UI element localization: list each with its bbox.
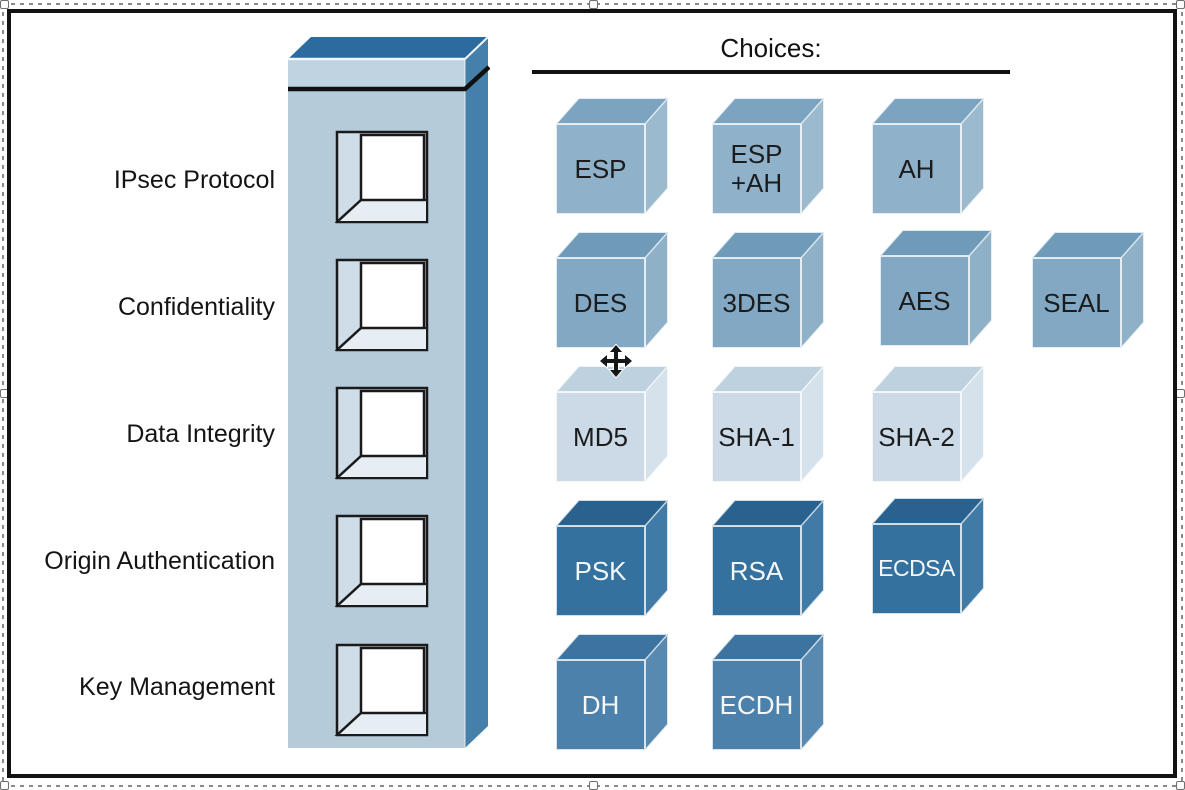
cube-label: ESP+AH xyxy=(730,139,783,198)
empty-slot-origin-authentication[interactable] xyxy=(334,514,429,608)
resize-handle-bottom-left[interactable] xyxy=(0,781,9,790)
resize-handle-bottom-middle[interactable] xyxy=(589,781,598,790)
cube-label: SHA-1 xyxy=(718,421,795,452)
cube-front-face: AH xyxy=(872,124,961,214)
cube-label: ESP xyxy=(574,153,627,184)
choice-cube-ah[interactable]: AH xyxy=(872,98,985,214)
cube-front-face: ECDH xyxy=(712,660,801,750)
framework-row-label-confidentiality: Confidentiality xyxy=(117,293,275,321)
cube-label: AH xyxy=(898,153,935,184)
choice-cube-esp-plus-ah[interactable]: ESP+AH xyxy=(712,98,825,214)
choice-cube-sha-2[interactable]: SHA-2 xyxy=(872,366,985,482)
choice-cube-sha-1[interactable]: SHA-1 xyxy=(712,366,825,482)
cube-label: RSA xyxy=(729,555,784,586)
framework-row-label-ipsec-protocol: IPsec Protocol xyxy=(113,166,275,194)
choice-cube-dh[interactable]: DH xyxy=(556,634,669,750)
empty-slot-data-integrity[interactable] xyxy=(334,386,429,480)
resize-handle-top-middle[interactable] xyxy=(589,0,598,9)
choice-cube-aes[interactable]: AES xyxy=(880,230,993,346)
framework-row-label-key-management: Key Management xyxy=(79,673,275,701)
resize-handle-bottom-right[interactable] xyxy=(1176,781,1185,790)
cube-label: DH xyxy=(581,689,620,720)
cube-front-face: ESP xyxy=(556,124,645,214)
choice-cube-3des[interactable]: 3DES xyxy=(712,232,825,348)
cube-front-face: RSA xyxy=(712,526,801,616)
cube-front-face: 3DES xyxy=(712,258,801,348)
choice-cube-md5[interactable]: MD5 xyxy=(556,366,669,482)
empty-slot-confidentiality[interactable] xyxy=(334,258,429,352)
choice-cube-des[interactable]: DES xyxy=(556,232,669,348)
cube-front-face: SHA-1 xyxy=(712,392,801,482)
framework-row-label-data-integrity: Data Integrity xyxy=(126,420,275,448)
choices-title: Choices: xyxy=(720,33,822,63)
choice-cube-esp[interactable]: ESP xyxy=(556,98,669,214)
cube-label: AES xyxy=(898,285,951,316)
choice-cube-seal[interactable]: SEAL xyxy=(1032,232,1145,348)
choice-cube-psk[interactable]: PSK xyxy=(556,500,669,616)
empty-slot-ipsec-protocol[interactable] xyxy=(334,130,429,224)
cube-label: ECDSA xyxy=(878,555,955,582)
cube-label: DES xyxy=(573,287,628,318)
cube-front-face: AES xyxy=(880,256,969,346)
resize-handle-middle-right[interactable] xyxy=(1176,389,1185,398)
cube-front-face: SEAL xyxy=(1032,258,1121,348)
cube-label: SEAL xyxy=(1043,287,1110,318)
cube-label: ECDH xyxy=(719,689,794,720)
cube-front-face: PSK xyxy=(556,526,645,616)
tower-cap-divider-line xyxy=(288,65,490,92)
cube-front-face: ESP+AH xyxy=(712,124,801,214)
cube-label: MD5 xyxy=(573,421,628,452)
ipsec-framework-tower xyxy=(288,36,490,748)
tower-top-face xyxy=(288,37,488,59)
cube-front-face: MD5 xyxy=(556,392,645,482)
resize-handle-top-left[interactable] xyxy=(0,0,9,9)
resize-handle-top-right[interactable] xyxy=(1176,0,1185,9)
cube-label: SHA-2 xyxy=(878,421,955,452)
choice-cube-ecdh[interactable]: ECDH xyxy=(712,634,825,750)
cube-front-face: SHA-2 xyxy=(872,392,961,482)
framework-row-label-origin-authentication: Origin Authentication xyxy=(44,547,275,575)
move-cursor-icon xyxy=(599,344,633,378)
cube-front-face: DES xyxy=(556,258,645,348)
cube-front-face: DH xyxy=(556,660,645,750)
choice-cube-ecdsa[interactable]: ECDSA xyxy=(872,498,985,614)
choices-underline xyxy=(532,70,1010,74)
cube-front-face: ECDSA xyxy=(872,524,961,614)
tower-cap-band xyxy=(288,59,465,89)
cube-label: PSK xyxy=(574,555,627,586)
tower-side-face xyxy=(465,37,488,748)
cube-label: 3DES xyxy=(722,287,791,318)
empty-slot-key-management[interactable] xyxy=(334,643,429,737)
choice-cube-rsa[interactable]: RSA xyxy=(712,500,825,616)
